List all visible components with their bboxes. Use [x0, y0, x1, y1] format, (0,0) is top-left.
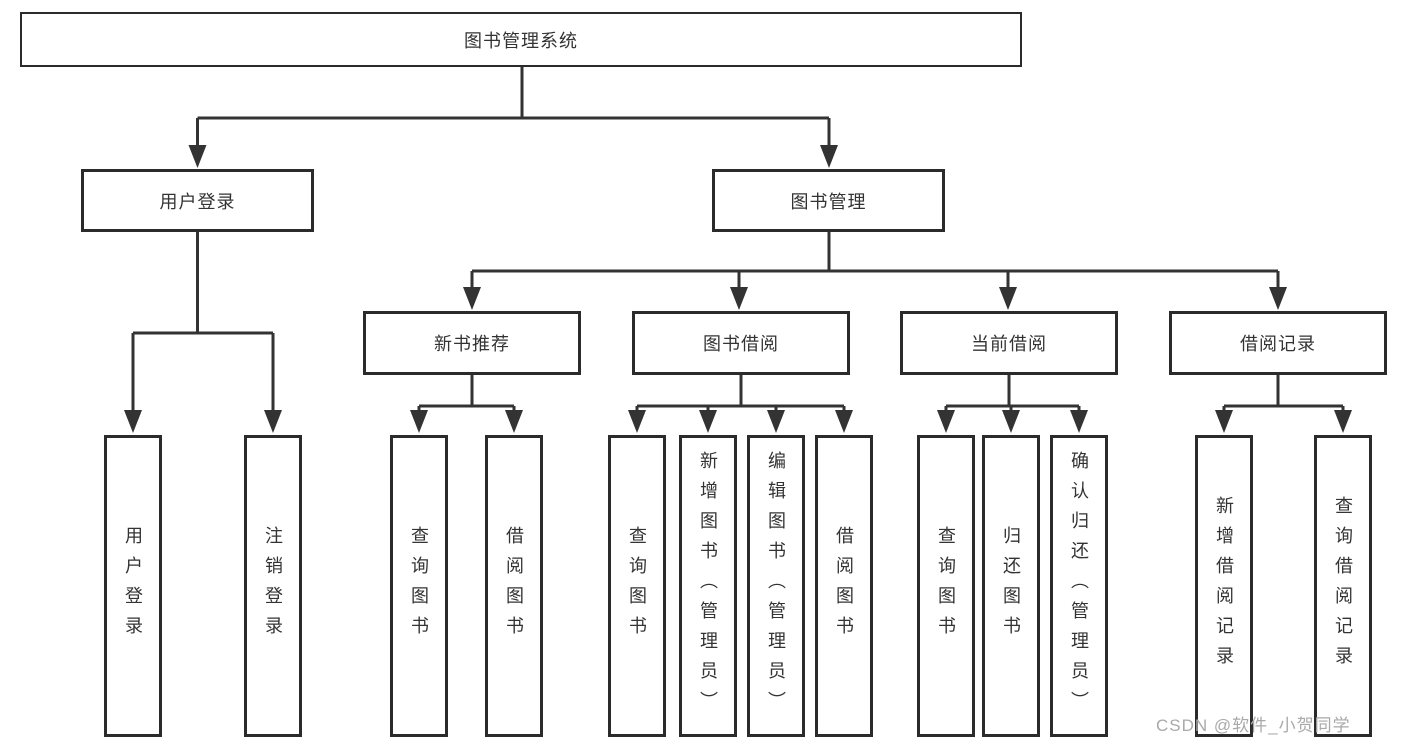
arrow-icon [999, 287, 1017, 310]
arrow-icon [730, 287, 748, 310]
node-new-book-recommend: 新书推荐 [363, 311, 581, 375]
arrow-icon [699, 410, 717, 433]
node-current-borrow: 当前借阅 [900, 311, 1118, 375]
leaf-query-books-borrow: 查询图书 [608, 435, 666, 737]
leaf-query-books-current: 查询图书 [917, 435, 975, 737]
arrow-icon [1269, 287, 1287, 310]
arrow-icon [188, 145, 207, 168]
csdn-watermark: CSDN @软件_小贺同学 [1156, 716, 1351, 735]
arrow-icon [937, 410, 955, 433]
leaf-borrow-books: 借阅图书 [815, 435, 873, 737]
leaf-edit-books-admin: 编辑图书（管理员） [747, 435, 805, 737]
arrow-icon [1334, 410, 1352, 433]
node-book-management: 图书管理 [712, 169, 945, 232]
node-borrow-records: 借阅记录 [1169, 311, 1387, 375]
leaf-query-books-recommend: 查询图书 [390, 435, 448, 737]
arrow-icon [463, 287, 481, 310]
node-user-login: 用户登录 [81, 169, 314, 232]
arrow-icon [505, 410, 523, 433]
leaf-user-login: 用户登录 [104, 435, 162, 737]
node-library-management-system: 图书管理系统 [20, 12, 1022, 67]
arrow-icon [835, 410, 853, 433]
arrow-icon [124, 410, 142, 433]
leaf-borrow-books-recommend: 借阅图书 [485, 435, 543, 737]
arrow-icon [628, 410, 646, 433]
arrow-icon [1002, 410, 1020, 433]
node-book-borrow: 图书借阅 [632, 311, 850, 375]
arrow-icon [820, 145, 838, 168]
arrow-icon [1070, 410, 1088, 433]
leaf-add-books-admin: 新增图书（管理员） [679, 435, 737, 737]
leaf-add-borrow-record: 新增借阅记录 [1195, 435, 1253, 737]
leaf-return-books: 归还图书 [982, 435, 1040, 737]
leaf-logout-login: 注销登录 [244, 435, 302, 737]
arrow-icon [410, 410, 428, 433]
arrow-icon [264, 410, 282, 433]
arrowheads [124, 145, 1352, 433]
arrow-icon [767, 410, 785, 433]
leaf-confirm-return-admin: 确认归还（管理员） [1050, 435, 1108, 737]
connector-segments [131, 67, 1345, 412]
arrow-icon [1215, 410, 1233, 433]
leaf-query-borrow-record: 查询借阅记录 [1314, 435, 1372, 737]
